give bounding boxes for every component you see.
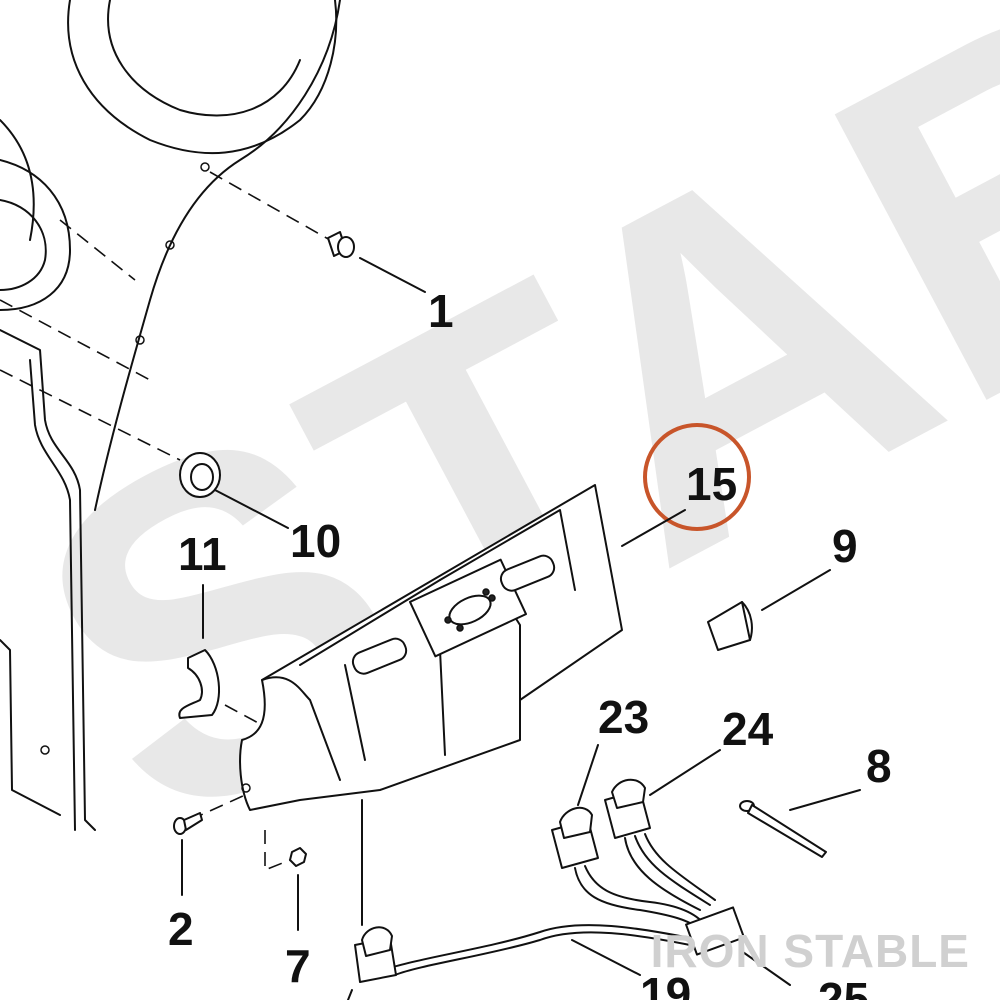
lower-dash-panel [239,484,623,811]
callout-11: 11 [178,528,227,580]
callout-19: 19 [640,968,691,1000]
cable-tie-part [739,789,861,858]
highlight-ring [621,423,751,547]
callout-1: 1 [428,285,454,337]
callout-9: 9 [832,520,858,572]
callout-23: 23 [598,691,649,743]
callout-2: 2 [168,903,194,955]
grommet-part [179,452,289,529]
clip-part [178,584,220,719]
callout-25: 25 [818,973,869,1000]
screw-part [173,812,203,896]
push-pin-part [327,231,426,293]
upper-fairing [0,0,341,831]
callout-7: 7 [285,940,311,992]
nut-part [289,847,307,931]
callout-24: 24 [722,703,774,755]
clip-part-9 [707,569,831,651]
switch-harness [347,744,791,1000]
callout-labels: 1 10 11 15 9 23 24 8 2 7 19 25 [168,285,892,1000]
watermark-footer: IRON STABLE [650,925,970,977]
callout-10: 10 [290,515,341,567]
callout-15: 15 [686,458,737,510]
callout-8: 8 [866,740,892,792]
